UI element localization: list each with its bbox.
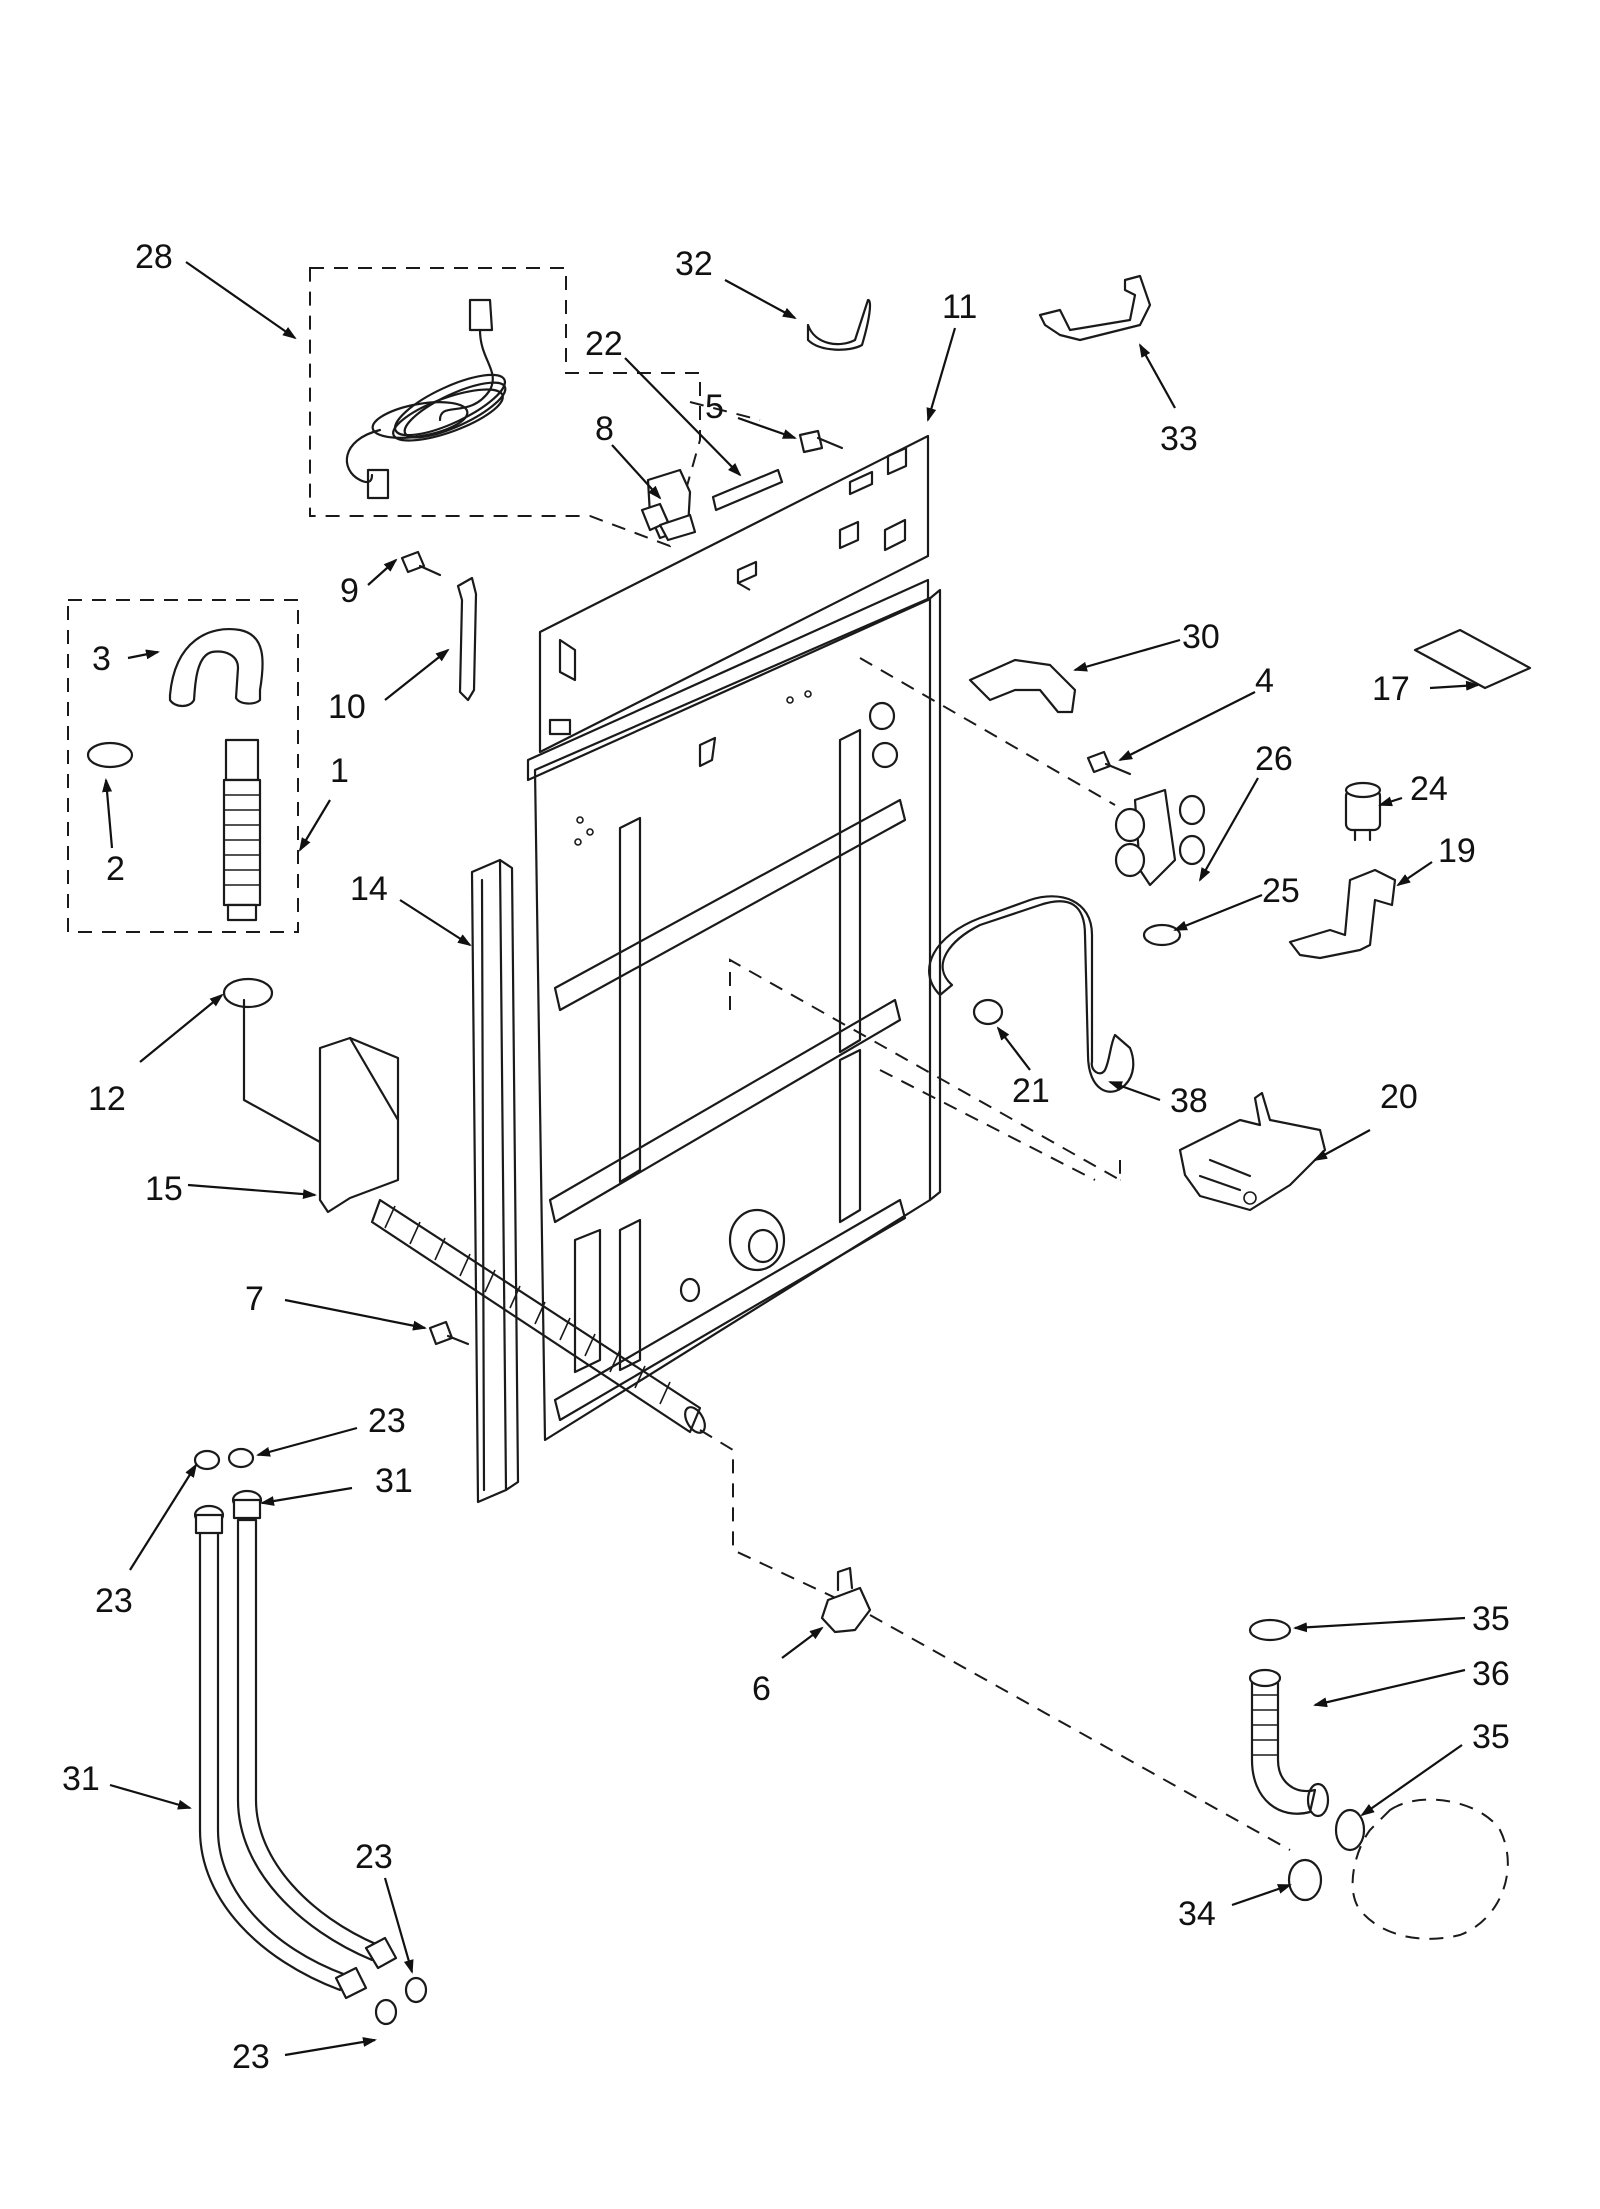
callout-23-d: 23 bbox=[232, 2038, 270, 2076]
part-9-screw bbox=[400, 550, 442, 577]
callout-35-a: 35 bbox=[1472, 1600, 1510, 1638]
part-1-drain-hose bbox=[222, 738, 262, 922]
part-10-strap bbox=[456, 576, 478, 702]
callout-17: 17 bbox=[1372, 670, 1410, 708]
callout-8: 8 bbox=[595, 410, 614, 448]
callout-leaders bbox=[102, 261, 1480, 2057]
part-12-clamp bbox=[222, 977, 274, 1009]
callout-7: 7 bbox=[245, 1280, 264, 1318]
callout-5: 5 bbox=[705, 388, 724, 426]
callout-6: 6 bbox=[752, 1670, 771, 1708]
part-4-screw bbox=[1086, 750, 1132, 776]
callout-3: 3 bbox=[92, 640, 111, 678]
callout-2: 2 bbox=[106, 850, 125, 888]
inlet-hose-kit-box bbox=[67, 599, 299, 933]
callout-32: 32 bbox=[675, 245, 713, 283]
pump-outline-dashed bbox=[1351, 1798, 1509, 1940]
part-14-channel bbox=[470, 858, 520, 1504]
power-cord bbox=[345, 298, 507, 500]
part-5-screw bbox=[798, 429, 844, 454]
part-19-bracket bbox=[1288, 868, 1397, 960]
rear-panel bbox=[526, 434, 942, 1442]
part-22-strip bbox=[711, 468, 784, 512]
callout-15: 15 bbox=[145, 1170, 183, 1208]
callout-26: 26 bbox=[1255, 740, 1293, 778]
callout-38: 38 bbox=[1170, 1082, 1208, 1120]
callout-labels: 28 32 22 11 5 8 33 9 10 3 2 1 30 4 17 26… bbox=[62, 238, 1510, 2076]
callout-35-b: 35 bbox=[1472, 1718, 1510, 1756]
callout-19: 19 bbox=[1438, 832, 1476, 870]
callout-33: 33 bbox=[1160, 420, 1198, 458]
part-23-washer-b bbox=[227, 1447, 255, 1469]
part-25-clamp bbox=[1142, 923, 1182, 947]
callout-21: 21 bbox=[1012, 1072, 1050, 1110]
callout-14: 14 bbox=[350, 870, 388, 908]
part-7-screw bbox=[428, 1320, 470, 1346]
callout-23-a: 23 bbox=[368, 1402, 406, 1440]
callout-31-a: 31 bbox=[375, 1462, 413, 1500]
callout-24: 24 bbox=[1410, 770, 1448, 808]
part-31-fill-hoses bbox=[193, 1489, 398, 2000]
callout-22: 22 bbox=[585, 325, 623, 363]
part-17-label bbox=[1413, 628, 1532, 690]
power-cord-kit-box bbox=[309, 267, 701, 548]
callout-4: 4 bbox=[1255, 662, 1274, 700]
part-34-clamp bbox=[1287, 1858, 1323, 1902]
part-38-hose bbox=[928, 895, 1135, 1093]
part-23-washer-c bbox=[404, 1976, 428, 2004]
part-35-clamp-bottom bbox=[1334, 1808, 1366, 1852]
part-20-pump bbox=[1178, 1091, 1327, 1212]
callout-12: 12 bbox=[88, 1080, 126, 1118]
part-35-clamp-top bbox=[1248, 1618, 1292, 1642]
callout-11: 11 bbox=[942, 288, 977, 326]
callout-9: 9 bbox=[340, 572, 359, 610]
part-24-capacitor bbox=[1344, 781, 1382, 842]
callout-23-c: 23 bbox=[355, 1838, 393, 1876]
part-23-washer-a bbox=[193, 1449, 221, 1471]
part-26-water-valve bbox=[1114, 788, 1206, 887]
callout-20: 20 bbox=[1380, 1078, 1418, 1116]
part-3-elbow-hose bbox=[168, 628, 264, 708]
part-23-washer-d bbox=[374, 1998, 398, 2026]
callout-25: 25 bbox=[1262, 872, 1300, 910]
part-32-clip bbox=[806, 298, 872, 351]
callout-10: 10 bbox=[328, 688, 366, 726]
part-33-bracket bbox=[1038, 274, 1152, 342]
part-21-clamp bbox=[972, 998, 1004, 1026]
callout-23-b: 23 bbox=[95, 1582, 133, 1620]
callout-30: 30 bbox=[1182, 618, 1220, 656]
part-36-drain-hose bbox=[1248, 1668, 1330, 1818]
callout-36: 36 bbox=[1472, 1655, 1510, 1693]
part-6-hose-clamp bbox=[820, 1566, 872, 1634]
callout-31-b: 31 bbox=[62, 1760, 100, 1798]
part-8-switch bbox=[640, 468, 697, 542]
part-15-box bbox=[318, 1036, 400, 1214]
callout-28: 28 bbox=[135, 238, 173, 276]
callout-1: 1 bbox=[330, 752, 349, 790]
part-2-clamp bbox=[86, 741, 134, 769]
callout-34: 34 bbox=[1178, 1895, 1216, 1933]
part-30-bracket bbox=[968, 658, 1077, 714]
